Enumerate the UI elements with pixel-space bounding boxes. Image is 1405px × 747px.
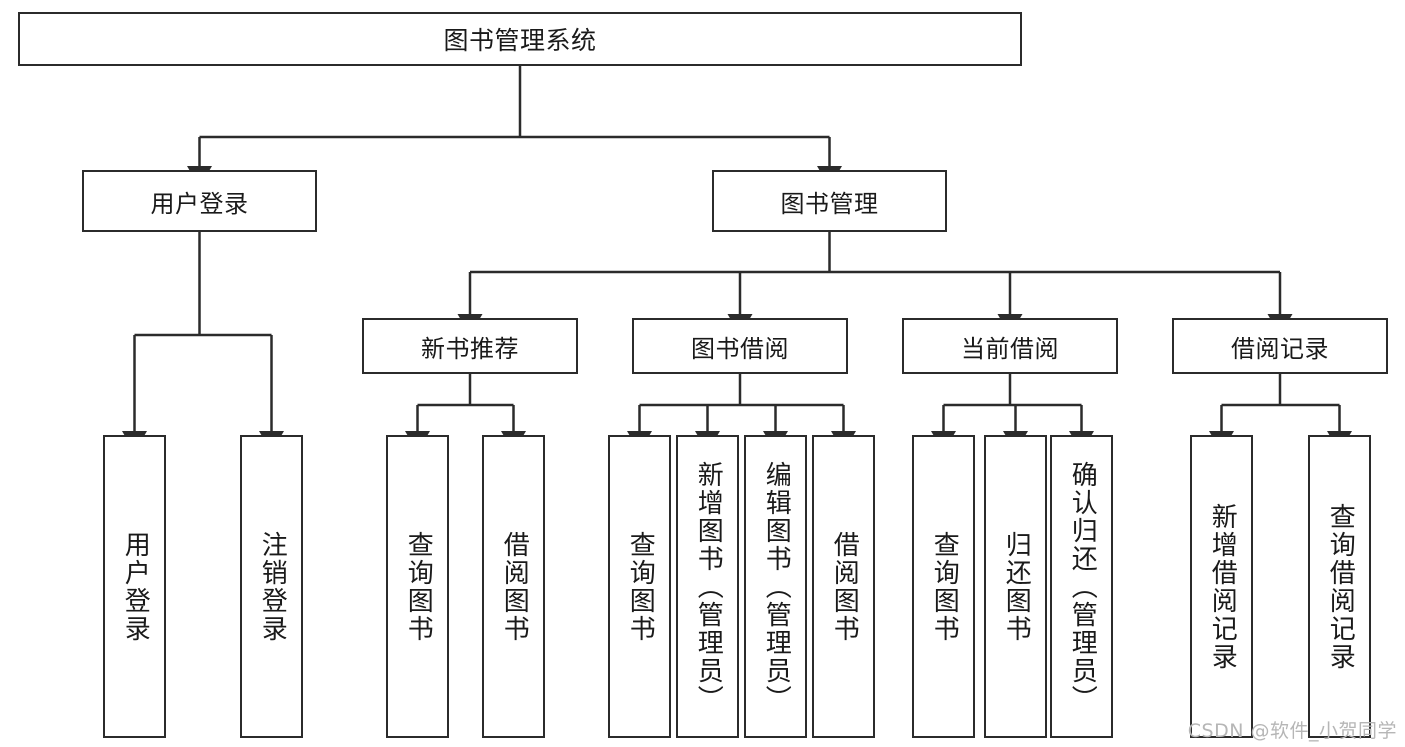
node-borrow-record[interactable]: 借阅记录 (1172, 318, 1388, 374)
node-current-borrow[interactable]: 当前借阅 (902, 318, 1118, 374)
node-leaf-confirm-return[interactable]: 确认归还（管理员） (1050, 435, 1113, 738)
csdn-watermark: CSDN @软件_小贺同学 (1187, 720, 1397, 742)
node-label-leaf-query-book-3: 查询图书 (929, 530, 960, 643)
node-label-leaf-query-record: 查询借阅记录 (1325, 502, 1356, 671)
node-root[interactable]: 图书管理系统 (18, 12, 1022, 66)
node-label-leaf-add-record: 新增借阅记录 (1207, 502, 1238, 671)
node-label-leaf-user-logout: 注销登录 (257, 530, 288, 643)
node-leaf-query-book-1[interactable]: 查询图书 (386, 435, 449, 738)
node-label-user-login: 用户登录 (150, 189, 249, 218)
node-label-leaf-borrow-book-1: 借阅图书 (499, 530, 530, 643)
node-label-leaf-query-book-1: 查询图书 (403, 530, 434, 643)
node-leaf-edit-book[interactable]: 编辑图书（管理员） (744, 435, 807, 738)
node-user-login[interactable]: 用户登录 (82, 170, 317, 232)
node-label-current-borrow: 当前借阅 (961, 334, 1059, 363)
node-leaf-return-book[interactable]: 归还图书 (984, 435, 1047, 738)
node-label-leaf-borrow-book-2: 借阅图书 (829, 530, 860, 643)
node-book-manage[interactable]: 图书管理 (712, 170, 947, 232)
node-leaf-borrow-book-2[interactable]: 借阅图书 (812, 435, 875, 738)
node-label-borrow-record: 借阅记录 (1231, 334, 1329, 363)
node-new-book-rec[interactable]: 新书推荐 (362, 318, 578, 374)
node-label-new-book-rec: 新书推荐 (421, 334, 519, 363)
node-label-book-borrow: 图书借阅 (691, 334, 789, 363)
node-leaf-user-login[interactable]: 用户登录 (103, 435, 166, 738)
node-label-leaf-edit-book: 编辑图书（管理员） (761, 460, 792, 713)
node-leaf-query-book-3[interactable]: 查询图书 (912, 435, 975, 738)
node-label-leaf-query-book-2: 查询图书 (625, 530, 656, 643)
node-leaf-add-book[interactable]: 新增图书（管理员） (676, 435, 739, 738)
node-label-leaf-return-book: 归还图书 (1001, 530, 1032, 643)
node-leaf-user-logout[interactable]: 注销登录 (240, 435, 303, 738)
node-label-leaf-user-login: 用户登录 (120, 530, 151, 643)
node-book-borrow[interactable]: 图书借阅 (632, 318, 848, 374)
node-leaf-add-record[interactable]: 新增借阅记录 (1190, 435, 1253, 738)
node-leaf-query-book-2[interactable]: 查询图书 (608, 435, 671, 738)
node-label-leaf-add-book: 新增图书（管理员） (693, 460, 724, 713)
node-leaf-query-record[interactable]: 查询借阅记录 (1308, 435, 1371, 738)
node-label-root: 图书管理系统 (443, 26, 597, 55)
node-leaf-borrow-book-1[interactable]: 借阅图书 (482, 435, 545, 738)
node-label-leaf-confirm-return: 确认归还（管理员） (1067, 460, 1098, 713)
node-label-book-manage: 图书管理 (780, 189, 879, 218)
